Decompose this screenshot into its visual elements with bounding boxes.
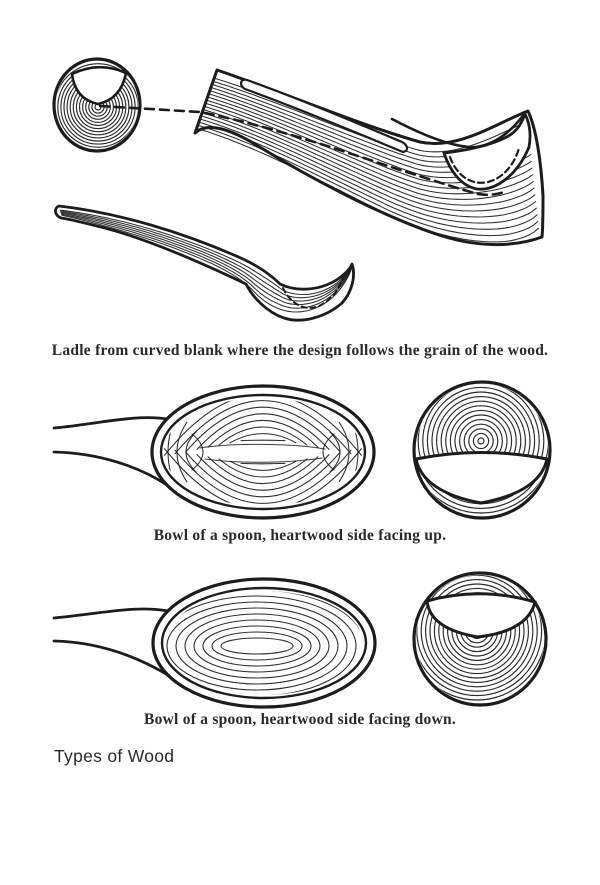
grain-line [201, 115, 537, 218]
spoon-bowl-inner-rim [160, 586, 368, 700]
growth-ring [477, 437, 485, 445]
grain-line [60, 211, 353, 302]
spoon-handle-bottom-edge [52, 639, 170, 677]
growth-ring [416, 384, 548, 514]
caption-ladle-blank: Ladle from curved blank where the design… [51, 342, 549, 359]
grain-oval [202, 625, 312, 667]
growth-ring [429, 583, 525, 679]
growth-ring [56, 63, 138, 149]
bowl-hollow-cut [425, 592, 537, 639]
figure-spoon-heartwood-down [52, 571, 548, 709]
spoon-handle-top-edge [52, 607, 170, 620]
section-heading-types-of-wood: Types of Wood [54, 746, 175, 766]
growth-ring [416, 384, 548, 509]
grain-oval [166, 601, 348, 691]
grain-line [60, 210, 353, 299]
growth-ring [433, 587, 521, 675]
caption-heartwood-down: Bowl of a spoon, heartwood side facing d… [144, 711, 456, 728]
growth-ring [416, 575, 538, 692]
spoon-bowl-inner-rim [159, 393, 367, 511]
caption-heartwood-up: Bowl of a spoon, heartwood side facing u… [153, 527, 447, 544]
grain-line [204, 105, 534, 200]
grain-line [60, 212, 353, 306]
bowl-dashed-outline [448, 146, 521, 184]
curved-blank-outline [193, 68, 545, 247]
ladle-bowl-dashed-hollow [282, 271, 346, 309]
grain-line [200, 118, 537, 224]
grain-oval [220, 637, 294, 655]
spoon-bowl-outline [151, 577, 377, 709]
grain-line [59, 209, 353, 296]
face-grain-pattern [164, 398, 362, 506]
grain-line [199, 121, 538, 230]
log-notch-cut [70, 65, 128, 106]
spoon-handle-bottom-edge [52, 450, 169, 487]
grain-line [202, 112, 536, 212]
grain-oval [175, 607, 339, 685]
grain-line [61, 214, 353, 313]
concentric-grain-pattern [165, 591, 363, 695]
grain-line [197, 128, 540, 243]
grain-oval [211, 631, 303, 661]
growth-ring [416, 575, 543, 697]
grain-oval [184, 613, 330, 679]
growth-ring [425, 579, 529, 683]
growth-ring [472, 432, 490, 450]
grain-guideline-dashed [98, 104, 508, 197]
grain-oval [165, 595, 357, 695]
grain-line [60, 213, 353, 309]
grain-line [203, 109, 535, 206]
grain-oval [193, 619, 321, 673]
grain-line [198, 124, 539, 237]
growth-ring [420, 575, 534, 688]
bowl-hollow-cut [414, 451, 549, 505]
blank-slot [240, 78, 409, 154]
grain-line [205, 102, 534, 195]
spoon-handle-top-edge [52, 416, 169, 430]
growth-ring [416, 575, 544, 701]
spoon-bowl-outline [150, 384, 376, 520]
figure-ladle-from-curved-blank [52, 57, 545, 322]
figure-spoon-heartwood-up [52, 380, 552, 520]
